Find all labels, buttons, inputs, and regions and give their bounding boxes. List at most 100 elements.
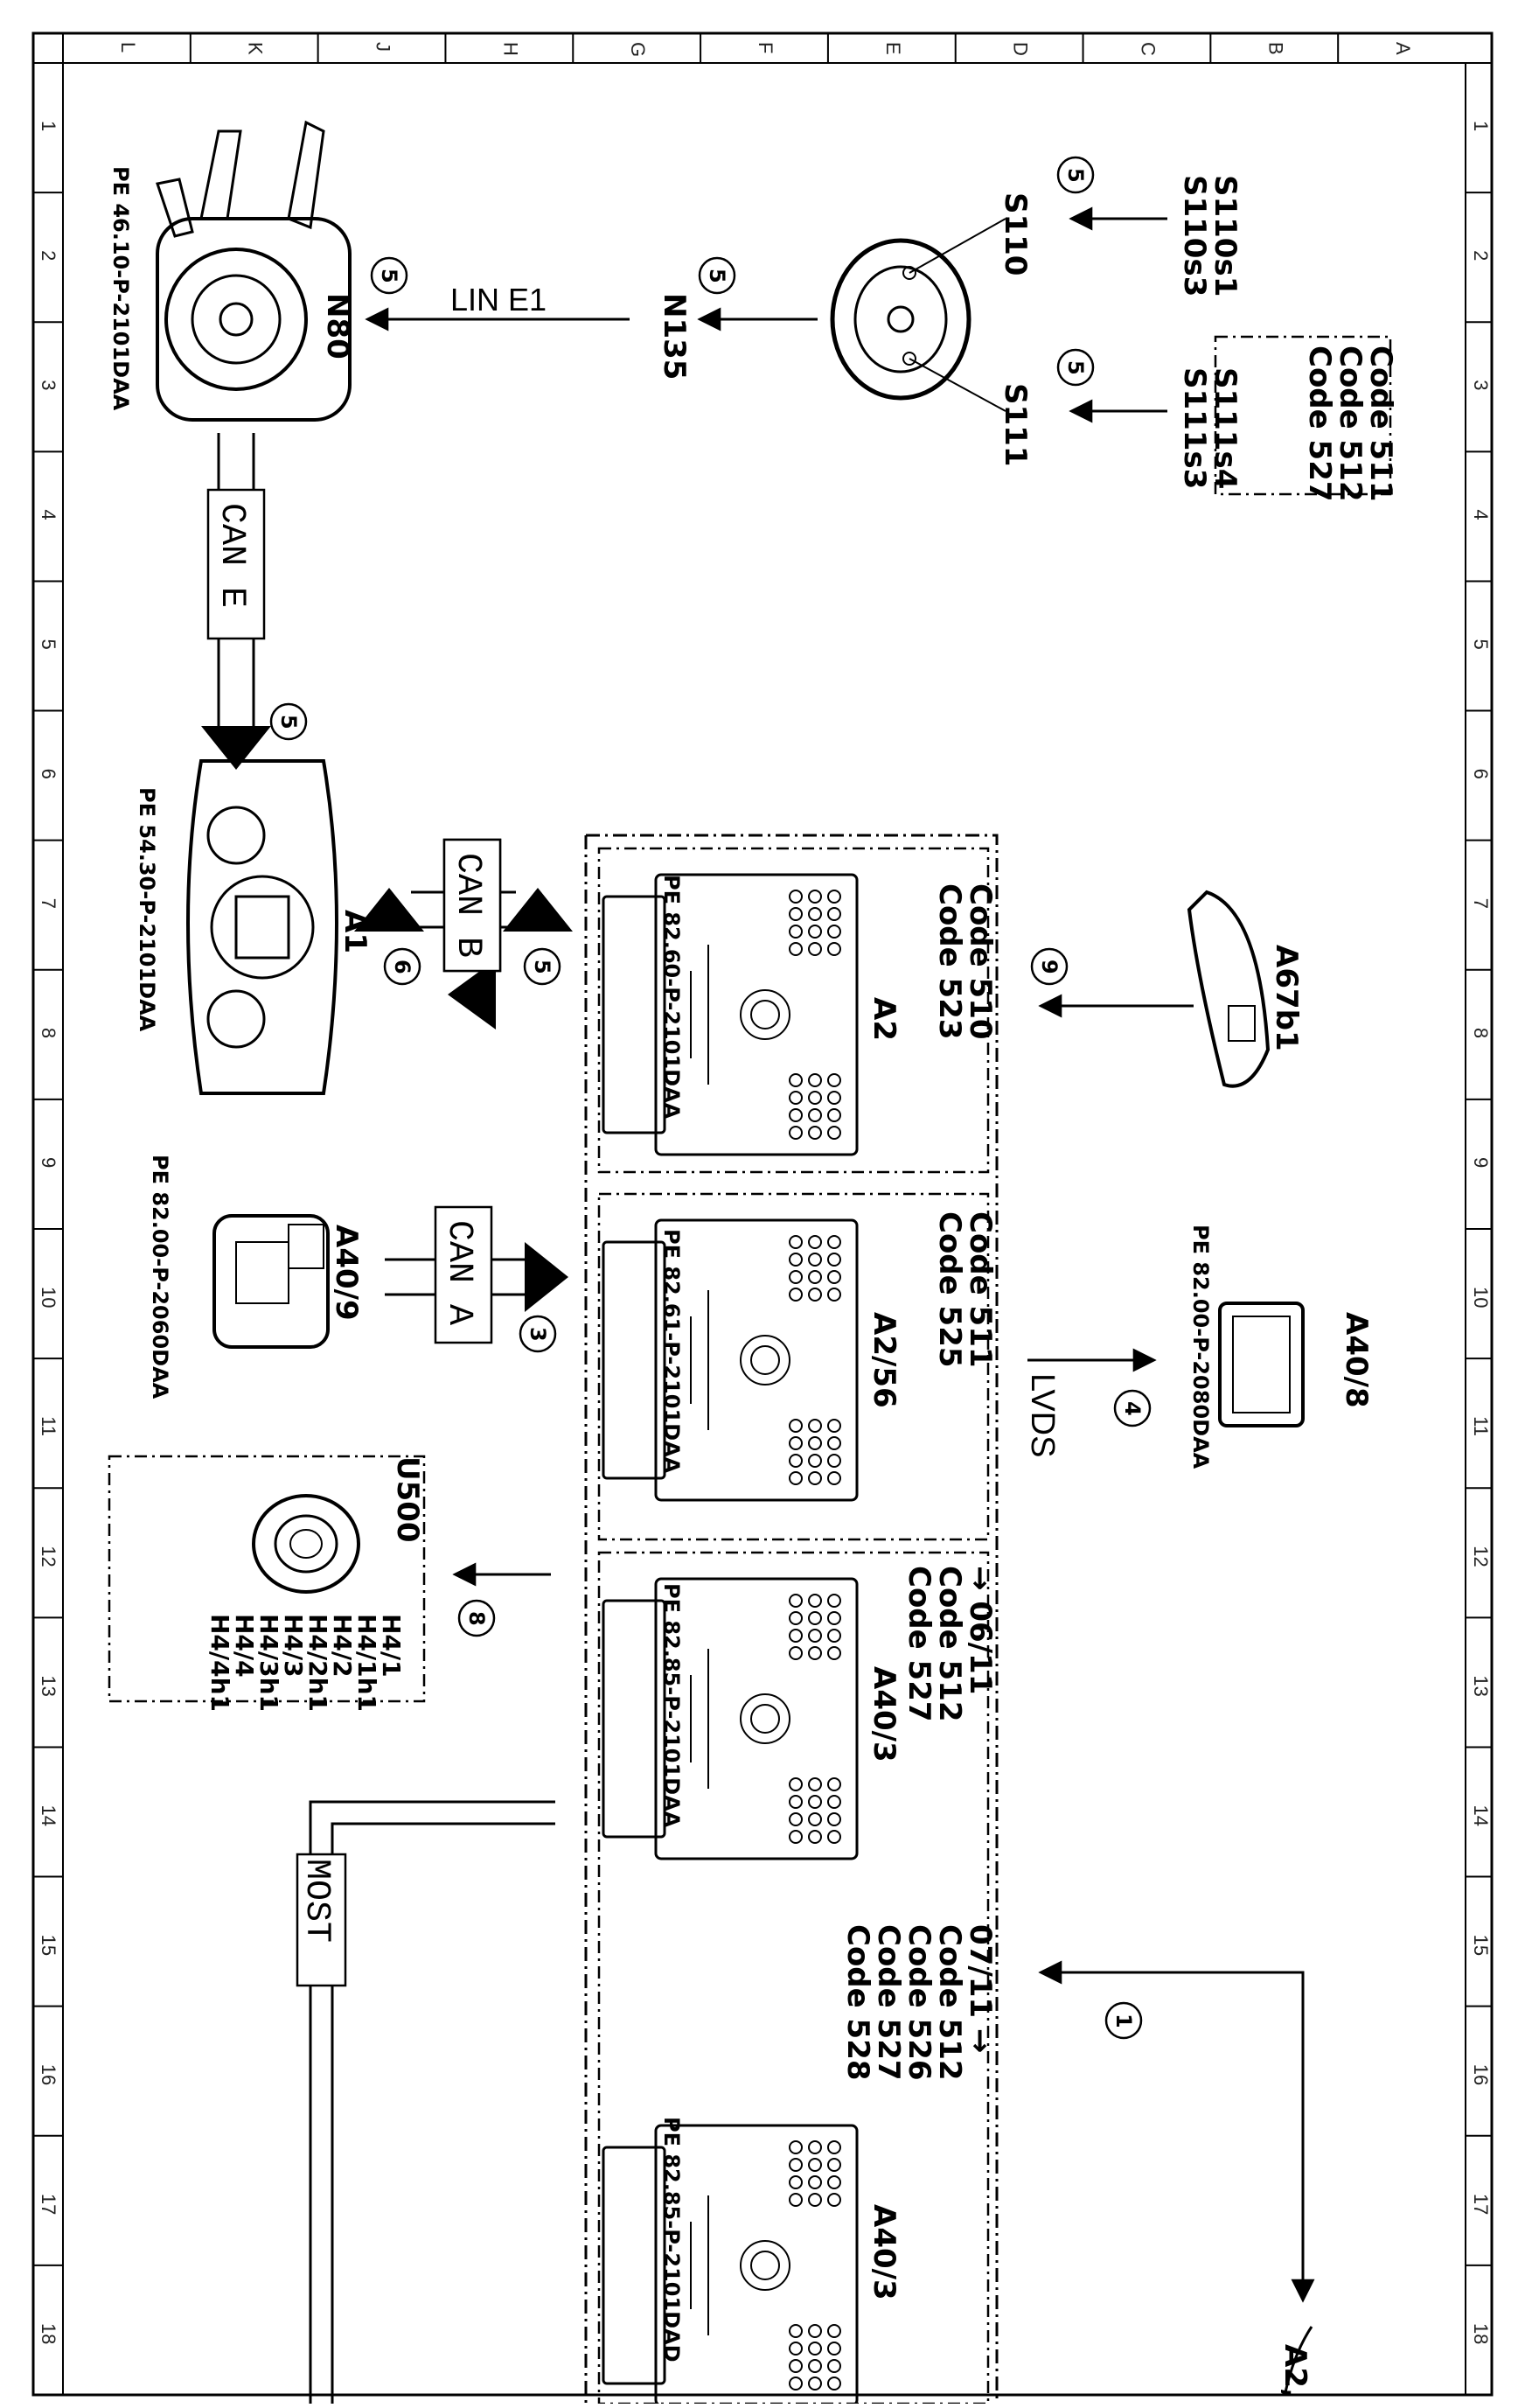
svg-text:1: 1: [1111, 2014, 1136, 2028]
a40-8-display-icon: [1218, 1302, 1305, 1427]
row-label: 17: [38, 2194, 59, 2215]
a40-3b-code-5: Code 528: [840, 1924, 875, 2081]
n80-ref: PE 46.10-P-2101DAA: [108, 166, 133, 411]
s111-code-1: Code 511: [1363, 345, 1398, 502]
a40-3b-code-1: 07/11 →: [963, 1924, 998, 2053]
svg-text:9: 9: [1037, 960, 1062, 974]
lin-bus-label: LIN E1: [450, 282, 547, 318]
arrow-marker-1-loop: [1038, 1960, 1305, 2296]
a67b1-mirror-icon: [1187, 890, 1271, 1088]
u500-item-3: H4/2: [328, 1614, 357, 1678]
row-label: 1: [38, 121, 59, 131]
column-label: D: [1010, 42, 1032, 56]
row-label: 4: [1470, 509, 1492, 520]
marker-8: 8: [457, 1599, 496, 1637]
u500-label: U500: [390, 1456, 425, 1543]
row-label: 2: [38, 250, 59, 261]
row-label: 18: [1470, 2323, 1492, 2344]
a2-label: A2: [867, 997, 902, 1041]
a2-56-label: A2/56: [867, 1312, 902, 1408]
head-unit-icon: [602, 2124, 859, 2407]
marker-4: 4: [1113, 1389, 1152, 1427]
row-label: 13: [1470, 1675, 1492, 1696]
u500-item-8: H4/4h1: [205, 1614, 234, 1712]
marker-1: 1: [1104, 2001, 1143, 2040]
row-label: 15: [1470, 1935, 1492, 1956]
a40-3b-code-4: Code 527: [871, 1924, 906, 2081]
head-unit-icon: [602, 873, 859, 1156]
s111-code-2: Code 512: [1333, 345, 1368, 502]
s111s3-label: S111s3: [1177, 367, 1212, 489]
a2-code-1: Code 510: [963, 883, 998, 1040]
s111-label: S111: [998, 383, 1033, 466]
marker-3-can-a: 3: [519, 1315, 557, 1353]
marker-9: 9: [1030, 947, 1069, 986]
head-unit-region: [584, 834, 999, 2405]
instrument-cluster-icon: [186, 759, 338, 1095]
column-label: B: [1264, 42, 1286, 55]
row-label: 15: [38, 1935, 59, 1956]
svg-text:3: 3: [526, 1327, 550, 1342]
u500-item-4: H4/2h1: [303, 1614, 332, 1712]
a40-3b-code-2: Code 512: [932, 1924, 967, 2081]
row-label: 6: [1470, 769, 1492, 779]
a2-ref: PE 82.60-P-2101DAA: [659, 875, 684, 1120]
s111-code-3: Code 527: [1302, 345, 1337, 502]
row-label: 16: [1470, 2064, 1492, 2085]
can-a-bus: [385, 1205, 568, 1344]
row-label: 14: [38, 1805, 59, 1826]
can-e-label: CAN E: [212, 503, 251, 608]
row-label: 3: [1470, 380, 1492, 390]
a1-ref: PE 54.30-P-2101DAA: [135, 787, 159, 1032]
u500-item-7: H4/4: [230, 1614, 259, 1678]
svg-text:5: 5: [276, 715, 301, 729]
a40-3a-code-2: Code 512: [932, 1566, 967, 1722]
row-label: 12: [38, 1546, 59, 1567]
row-label: 1: [1470, 121, 1492, 131]
a2-partial-label: A2,: [1278, 2344, 1313, 2399]
most-bus: [296, 1800, 555, 2405]
svg-text:4: 4: [1120, 1401, 1145, 1416]
svg-text:5: 5: [377, 269, 401, 283]
can-e-bus: [201, 433, 271, 770]
row-label: 7: [1470, 898, 1492, 909]
a40-3a-code-1: → 06/11: [963, 1566, 998, 1694]
svg-text:5: 5: [1063, 168, 1088, 183]
row-label: 12: [1470, 1546, 1492, 1567]
marker-5-n80: 5: [370, 256, 408, 295]
u500-item-5: H4/3: [279, 1614, 308, 1678]
row-label: 10: [1470, 1287, 1492, 1308]
row-label: 11: [38, 1416, 59, 1436]
a40-8-label: A40/8: [1339, 1312, 1374, 1408]
marker-5-s111: 5: [1056, 348, 1095, 387]
row-label: 5: [38, 639, 59, 650]
s111-code-box: [1214, 335, 1392, 496]
s111s4-label: S111s4: [1208, 367, 1243, 489]
n135-label: N135: [657, 293, 692, 380]
u500-item-2: H4/1h1: [352, 1614, 381, 1712]
svg-text:5: 5: [705, 269, 729, 283]
row-label: 9: [38, 1157, 59, 1168]
a67b1-label: A67b1: [1269, 945, 1304, 1051]
row-label: 16: [38, 2064, 59, 2085]
marker-5-can-e: 5: [269, 702, 308, 741]
svg-text:6: 6: [390, 960, 414, 974]
row-label: 17: [1470, 2194, 1492, 2215]
u500-box: [108, 1455, 426, 1703]
a40-9-ref: PE 82.00-P-2060DAA: [148, 1155, 172, 1399]
row-label: 10: [38, 1287, 59, 1308]
svg-text:8: 8: [464, 1611, 489, 1626]
a40-3b-label: A40/3: [867, 2204, 902, 2300]
can-b-arrow-right: [503, 888, 573, 932]
head-unit-icon: [602, 1218, 859, 1502]
a2-56-ref: PE 82.61-P-2101DAA: [659, 1229, 684, 1474]
column-label: G: [627, 42, 649, 57]
a40-3b-ref: PE 82.85-P-2101DAD: [659, 2117, 684, 2363]
most-label: MOST: [296, 1859, 336, 1943]
column-label: F: [755, 42, 776, 53]
head-unit-icon: [602, 1577, 859, 1860]
